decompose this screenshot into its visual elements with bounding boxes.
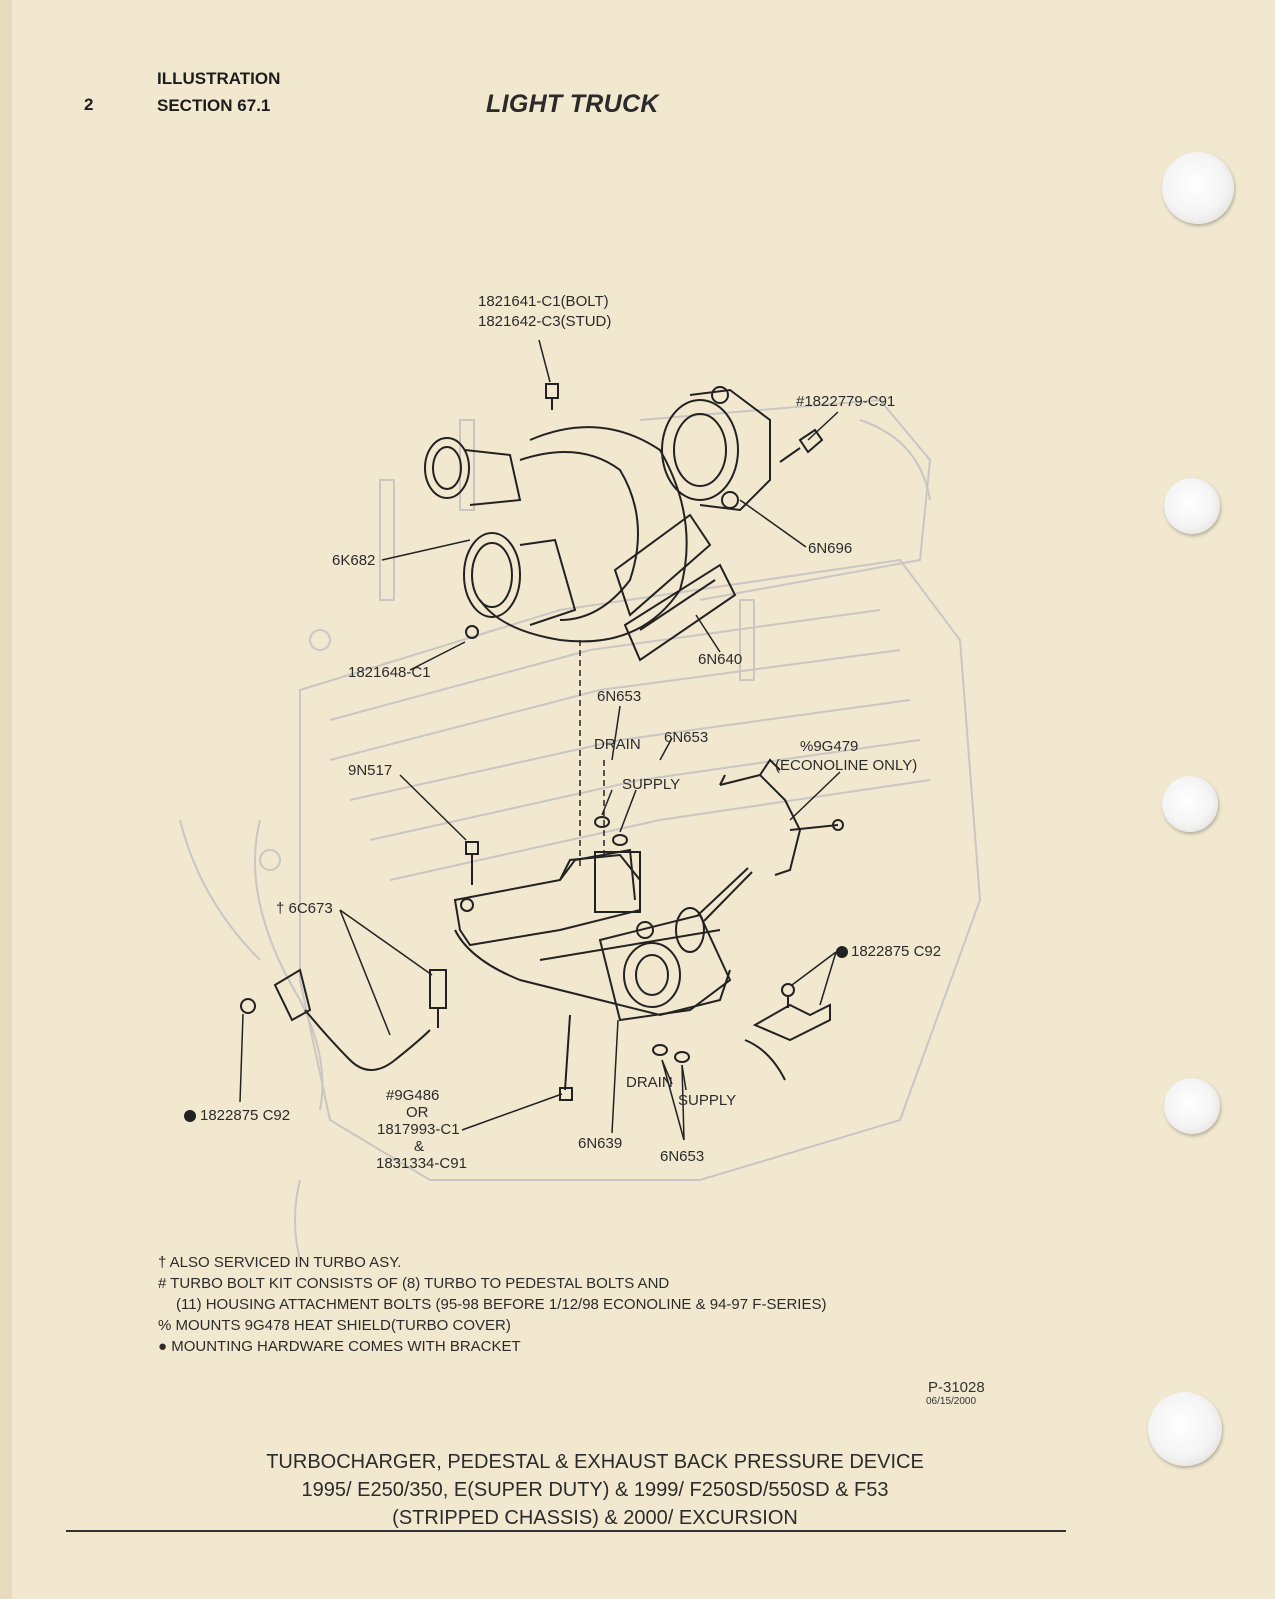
callout-turbo: 6K682 [332, 552, 376, 569]
footnotes: † ALSO SERVICED IN TURBO ASY. # TURBO BO… [158, 1252, 826, 1357]
figure-caption: TURBOCHARGER, PEDESTAL & EXHAUST BACK PR… [180, 1448, 1010, 1532]
page-title: LIGHT TRUCK [486, 90, 659, 118]
callout-supply-top: SUPPLY [622, 776, 681, 793]
callout-6n639: 6N639 [578, 1135, 623, 1152]
manual-page [12, 0, 1275, 1599]
callout-pedestal-bolt-1: #9G486 [386, 1087, 440, 1104]
bolt-9n517 [465, 841, 479, 885]
bullet-dot-icon [836, 946, 848, 958]
exhaust-adapter-6n696 [661, 386, 771, 512]
footnote-bullet: ● MOUNTING HARDWARE COMES WITH BRACKET [158, 1338, 521, 1355]
illustration-number: P-31028 [928, 1379, 985, 1396]
callout-pedestal-bolt-or: OR [406, 1104, 429, 1121]
callout-supply-bottom: SUPPLY [678, 1092, 737, 1109]
bottom-rule [66, 1530, 1066, 1532]
callout-pedestal-bolt-2: 1817993-C1 [377, 1121, 460, 1138]
section-label-illustration: ILLUSTRATION [157, 69, 281, 88]
housing-bolt-1822779 [779, 428, 824, 463]
callout-pedestal-bolt-3: 1831334-C91 [376, 1155, 467, 1172]
callout-6n653-mid: 6N653 [664, 729, 709, 746]
leader-lines [239, 339, 841, 1141]
pressure-sensor-and-harness [240, 968, 447, 1071]
nut-1821648 [465, 625, 479, 639]
mounting-bracket-right [744, 983, 831, 1081]
page-number: 2 [84, 95, 94, 114]
callout-drain-top: DRAIN [594, 736, 641, 753]
footnote-percent: % MOUNTS 9G478 HEAT SHIELD(TURBO COVER) [158, 1317, 511, 1334]
footnote-dagger: † ALSO SERVICED IN TURBO ASY. [158, 1254, 402, 1271]
illustration-date: 06/15/2000 [926, 1396, 977, 1407]
callout-bracket-hardware-right: 1822875 C92 [851, 943, 942, 960]
callout-9n517: 9N517 [348, 762, 393, 779]
callout-pedestal-bolt-and: & [414, 1138, 425, 1155]
callout-stud: 1821642-C3(STUD) [478, 313, 612, 330]
pedestal-bolt-9g486 [559, 1014, 573, 1101]
footnote-hash-continued: (11) HOUSING ATTACHMENT BOLTS (95-98 BEF… [176, 1296, 827, 1313]
callout-econoline-only: (ECONOLINE ONLY) [775, 757, 918, 774]
binder-hole [1162, 776, 1218, 832]
binder-hole [1164, 478, 1220, 534]
binder-hole [1164, 1078, 1220, 1134]
turbo-bolt-1821641 [545, 383, 559, 410]
callout-bolt: 1821641-C1(BOLT) [478, 293, 609, 310]
oil-seals-6n653 [594, 816, 690, 1063]
pedestal-6n639 [453, 848, 731, 1017]
callout-drain-bottom: DRAIN [626, 1074, 673, 1091]
callout-6n653-bottom: 6N653 [660, 1148, 705, 1165]
section-label-number: SECTION 67.1 [157, 96, 271, 115]
binder-hole [1162, 152, 1234, 224]
bullet-dot-icon [184, 1110, 196, 1122]
footnote-hash: # TURBO BOLT KIT CONSISTS OF (8) TURBO T… [158, 1275, 670, 1292]
callout-bolt-kit: #1822779-C91 [796, 393, 896, 410]
callout-6n696: 6N696 [808, 540, 853, 557]
caption-line: TURBOCHARGER, PEDESTAL & EXHAUST BACK PR… [266, 1451, 924, 1473]
callout-heat-shield: %9G479 [800, 738, 859, 755]
callout-6n640: 6N640 [698, 651, 743, 668]
callout-6c673: † 6C673 [276, 900, 333, 917]
back-pressure-device [598, 867, 753, 1022]
turbocharger-6k682 [424, 426, 737, 662]
heat-shield-bracket-9g479 [719, 758, 844, 876]
callout-1821648: 1821648-C1 [348, 664, 431, 681]
engine-background-outline [179, 398, 982, 1261]
binder-hole [1148, 1392, 1222, 1466]
caption-line: (STRIPPED CHASSIS) & 2000/ EXCURSION [392, 1507, 798, 1529]
callout-6n653-top: 6N653 [597, 688, 642, 705]
callout-bracket-hardware-left: 1822875 C92 [200, 1107, 291, 1124]
caption-line: 1995/ E250/350, E(SUPER DUTY) & 1999/ F2… [301, 1479, 889, 1501]
